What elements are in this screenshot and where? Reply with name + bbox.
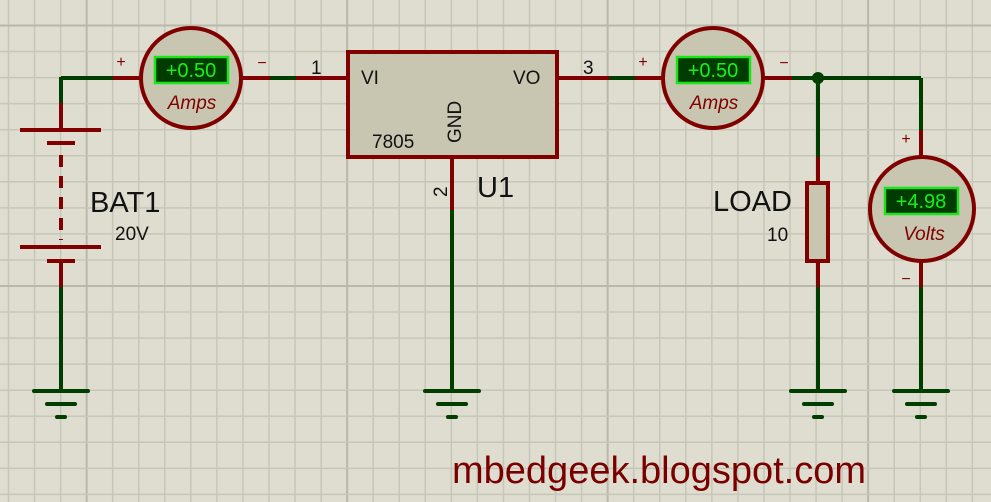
load-resistor[interactable]: LOAD 10 — [713, 181, 830, 263]
pin-vo-label: VO — [513, 68, 540, 89]
ground-symbol — [423, 389, 481, 419]
grounds — [32, 389, 950, 419]
ammeter-input-reading: +0.50 — [166, 60, 217, 82]
regulator-ref-label: U1 — [477, 172, 514, 204]
pin-gnd-label: GND — [445, 101, 466, 143]
regulator-part-label: 7805 — [372, 132, 414, 153]
watermark-text: mbedgeek.blogspot.com — [452, 450, 866, 492]
ammeter-input[interactable]: +0.50 Amps + − — [116, 26, 267, 130]
ammeter-output-minus-label: − — [779, 55, 788, 72]
pin-vi-label: VI — [361, 68, 379, 89]
ammeter-output-display — [675, 55, 752, 85]
ground-symbol — [32, 389, 90, 419]
voltmeter-reading: +4.98 — [896, 191, 947, 213]
junction-dot — [812, 72, 824, 84]
voltmeter-display — [883, 186, 960, 216]
ammeter-input-unit: Amps — [167, 93, 217, 114]
ammeter-input-display — [153, 55, 230, 85]
load-ref-label: LOAD — [713, 186, 792, 218]
voltmeter-minus-label: − — [901, 271, 910, 288]
voltmeter-plus-label: + — [901, 131, 910, 148]
ammeter-output[interactable]: +0.50 Amps + − — [638, 26, 789, 130]
battery-value-label: 20V — [115, 224, 149, 245]
ammeter-output-reading: +0.50 — [688, 60, 739, 82]
voltmeter-unit: Volts — [903, 224, 945, 245]
load-body — [805, 181, 830, 263]
ammeter-output-plus-label: + — [638, 54, 647, 71]
pin2-number: 2 — [431, 186, 452, 197]
load-value-label: 10 — [767, 225, 788, 246]
pin3-number: 3 — [583, 58, 594, 79]
wires — [59, 72, 923, 391]
ground-symbol — [892, 389, 950, 419]
ammeter-input-plus-label: + — [116, 54, 125, 71]
battery-bat1[interactable]: BAT1 20V — [20, 77, 160, 287]
voltmeter[interactable]: +4.98 Volts + − — [868, 131, 976, 288]
regulator-u1[interactable]: VI VO GND 7805 1 3 2 U1 — [311, 50, 594, 204]
ammeter-output-unit: Amps — [689, 93, 739, 114]
battery-ref-label: BAT1 — [90, 187, 160, 219]
regulator-body — [346, 50, 559, 159]
ammeter-input-minus-label: − — [257, 55, 266, 72]
pin1-number: 1 — [311, 58, 322, 79]
ground-symbol — [789, 389, 847, 419]
